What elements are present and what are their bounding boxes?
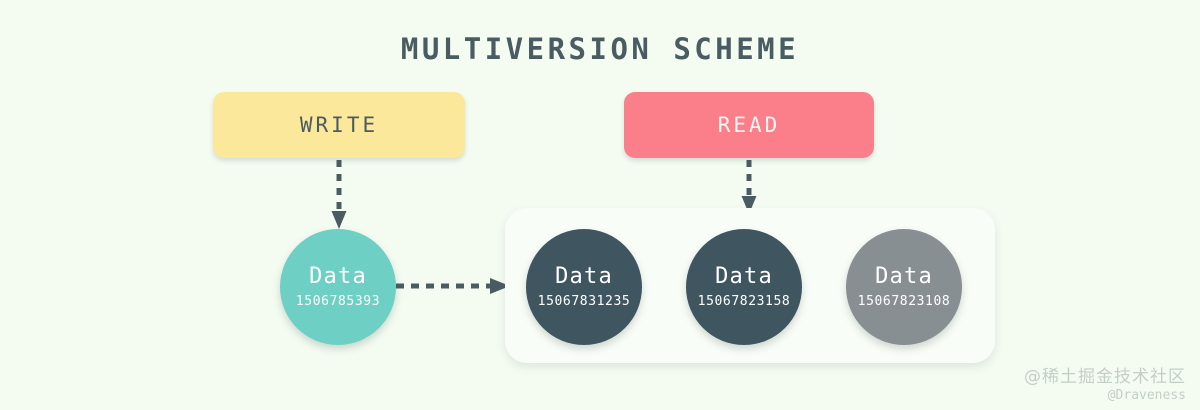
current-to-versions-arrow-icon (396, 277, 512, 297)
read-operation-label: READ (717, 113, 781, 137)
write-operation-box[interactable]: WRITE (213, 92, 465, 158)
read-to-versions-arrow-icon (740, 160, 760, 216)
write-operation-label: WRITE (299, 113, 379, 137)
watermark: @稀土掘金技术社区 @Draveness (1024, 367, 1186, 405)
page-title: MULTIVERSION SCHEME (400, 32, 800, 66)
version-node-1-id: 15067831235 (537, 294, 631, 309)
version-node-2-title: Data (715, 264, 773, 289)
current-version-title: Data (309, 264, 367, 289)
version-node-3-id: 15067823108 (857, 294, 951, 309)
watermark-community: @稀土掘金技术社区 (1024, 366, 1186, 387)
version-node-1-title: Data (555, 264, 613, 289)
write-to-current-arrow-icon (330, 160, 350, 230)
version-node-2-id: 15067823158 (697, 294, 791, 309)
version-node-3-title: Data (875, 264, 933, 289)
version-node-3[interactable]: Data 15067823108 (846, 229, 962, 345)
current-version-id: 1506785393 (295, 294, 381, 309)
read-operation-box[interactable]: READ (624, 92, 874, 158)
version-node-2[interactable]: Data 15067823158 (686, 229, 802, 345)
version-node-1[interactable]: Data 15067831235 (526, 229, 642, 345)
watermark-author: @Draveness (1107, 387, 1186, 403)
current-version-node[interactable]: Data 1506785393 (280, 229, 396, 345)
